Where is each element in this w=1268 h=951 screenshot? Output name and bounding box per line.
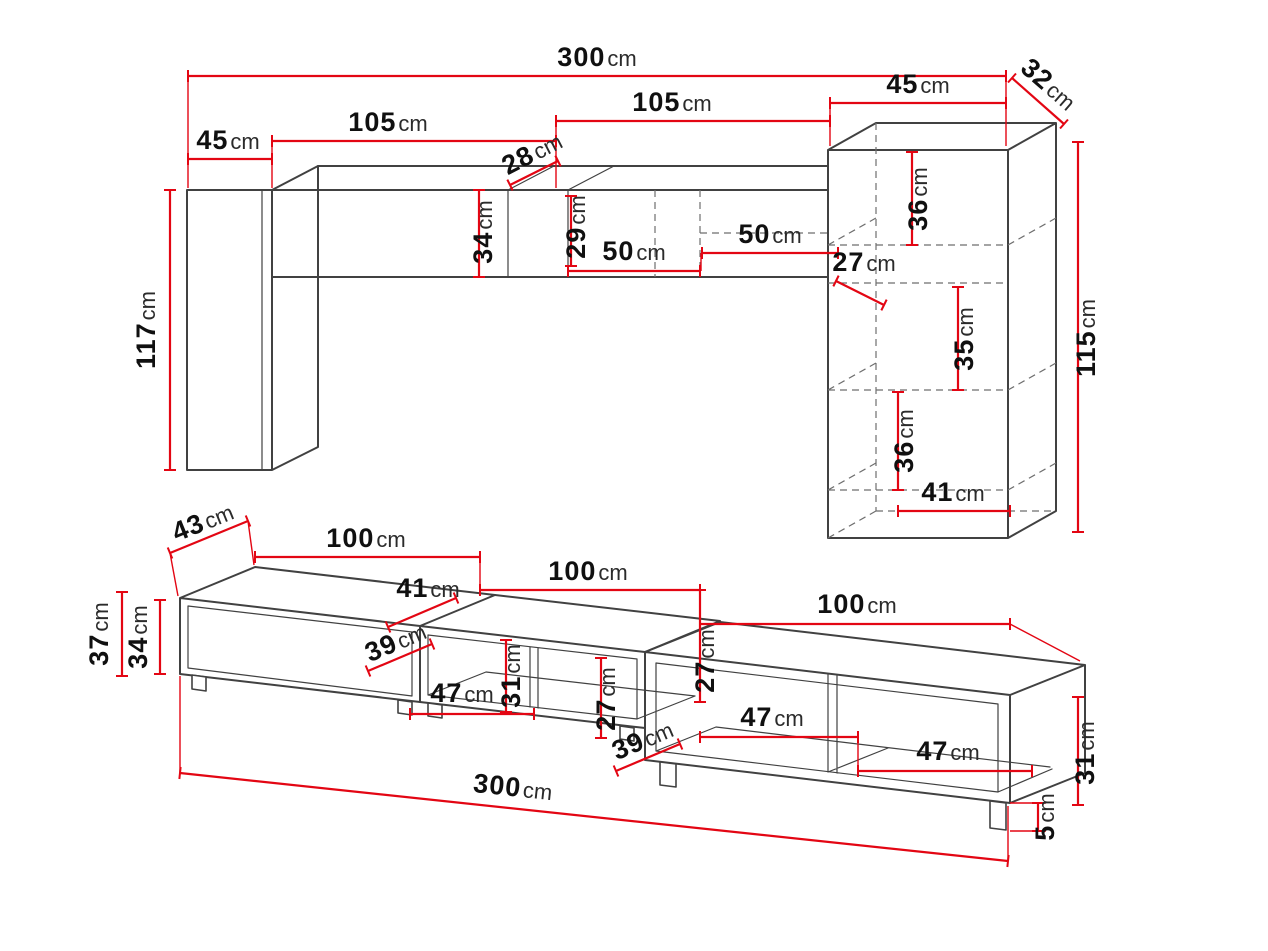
lower-dimension-lines [116, 515, 1084, 868]
dim-right-mid-35-label: 35cm [949, 307, 979, 370]
dim-foot-height-label: 5cm [1030, 793, 1060, 840]
dim-mid-opening-height-right-label: 27cm [591, 667, 621, 730]
dim-line-right-shelf-depth [612, 738, 684, 777]
dim-left-cabinet-height-label: 117cm [131, 291, 161, 369]
lower-dimension-connectors [169, 520, 1081, 861]
dim-lower-width3-label: 100cm [817, 589, 896, 619]
dim-shelf-inner-height-label: 29cm [561, 195, 591, 258]
tv-stand-middle-section [419, 594, 721, 729]
upper-hidden-lines [654, 123, 1057, 539]
dim-upper-top-depth-label: 32cm [1015, 52, 1083, 116]
dim-shelf-span-left-label: 50cm [602, 236, 665, 266]
upper-left-cabinet [186, 165, 319, 471]
dim-line-lower-total-width [178, 766, 1010, 868]
dim-lower-width1-label: 100cm [326, 523, 405, 553]
dim-right-front-height-label: 31cm [1070, 721, 1100, 784]
upper-dimension-labels: 300cm 32cm 45cm 105cm 105cm 45cm 117cm 3… [131, 42, 1101, 507]
dim-right-opening-width-right-label: 47cm [916, 736, 979, 766]
dim-upper-left-105-label: 105cm [348, 107, 427, 137]
dim-shelf-side-depth-label: 27cm [832, 247, 895, 277]
dim-upper-left-45-label: 45cm [196, 125, 259, 155]
dim-right-back-height-label: 27cm [690, 629, 720, 692]
dim-upper-total-width-label: 300cm [557, 42, 636, 72]
dim-right-top-36-label: 36cm [903, 167, 933, 230]
dim-mid-top-depth-label: 41cm [396, 573, 459, 603]
dim-line-shelf-top-depth [506, 155, 562, 191]
dim-lower-total-height-label: 37cm [84, 602, 114, 665]
dim-mid-opening-height-label: 31cm [496, 644, 526, 707]
upper-dimension-connectors [187, 76, 1007, 271]
dim-line-lower-left-depth [166, 515, 252, 559]
upper-bridge-details [261, 165, 615, 471]
dim-right-bottom-36-label: 36cm [889, 409, 919, 472]
dim-lower-width2-label: 100cm [548, 556, 627, 586]
dim-upper-right-105-label: 105cm [632, 87, 711, 117]
lower-dimension-labels: 43cm 100cm 100cm 100cm 37cm 34cm 41cm 39… [84, 500, 1100, 841]
dim-right-cabinet-height-label: 115cm [1071, 299, 1101, 377]
dim-line-upper-top-depth [1007, 72, 1069, 130]
dim-shelf-span-right-label: 50cm [738, 219, 801, 249]
dim-right-inner-width-label: 41cm [921, 477, 984, 507]
dim-lower-front-height-label: 34cm [123, 605, 153, 668]
dim-lower-total-width-label: 300cm [472, 768, 554, 806]
dim-line-mid-shelf-depth [364, 638, 436, 677]
upper-right-cabinet [827, 122, 1057, 539]
lower-tv-stand-drawing [179, 566, 1086, 831]
dim-mid-opening-width-label: 47cm [430, 678, 493, 708]
tv-stand-feet [191, 674, 1007, 831]
upper-dimension-lines [164, 70, 1084, 533]
dim-line-mid-top-depth [384, 592, 460, 633]
dim-line-shelf-side-depth [832, 275, 888, 311]
dim-shelf-front-height-label: 34cm [468, 200, 498, 263]
dim-right-opening-width-left-label: 47cm [740, 702, 803, 732]
dim-upper-right-45-label: 45cm [886, 69, 949, 99]
